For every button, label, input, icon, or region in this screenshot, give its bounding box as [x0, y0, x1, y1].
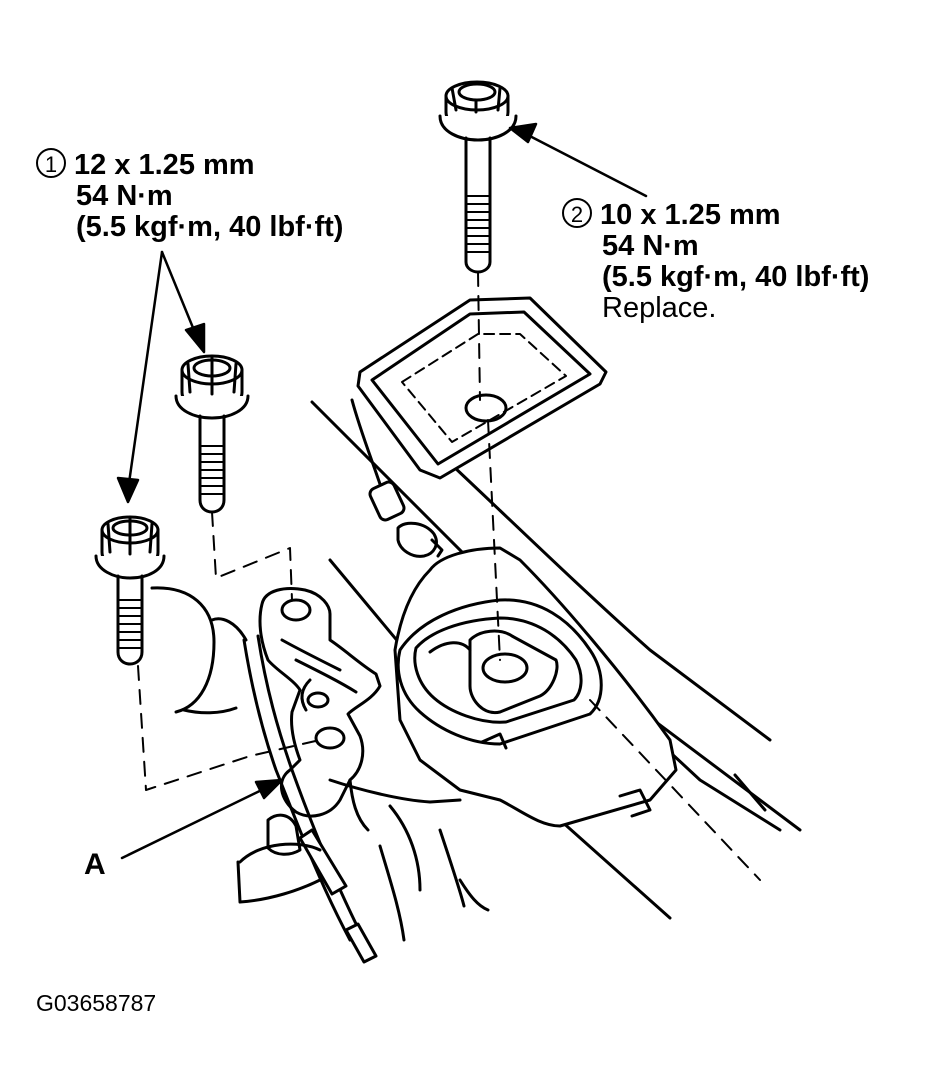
- bolt-1-torque: 54 N·m: [76, 180, 173, 212]
- bolt-2: [438, 80, 518, 274]
- hose-clamp: [350, 398, 444, 558]
- part-label-a: A: [84, 848, 106, 881]
- bolt-2-torque-alt: (5.5 kgf·m, 40 lbf·ft): [602, 261, 870, 293]
- bolt-1-callout: 1 12 x 1.25 mm 54 N·m (5.5 kgf·m, 40 lbf·…: [36, 148, 343, 243]
- bolt-1-upper: [174, 354, 250, 514]
- bolt-1-torque-alt: (5.5 kgf·m, 40 lbf·ft): [76, 211, 344, 243]
- transmission-bracket: [258, 587, 462, 832]
- mount-cap: [356, 296, 608, 480]
- bolt-1-size: 12 x 1.25 mm: [74, 149, 255, 181]
- left-housing: [150, 586, 248, 715]
- callout-number-2: 2: [562, 198, 592, 228]
- bolt-1-lower: [94, 515, 166, 666]
- cables-connector: [236, 634, 490, 964]
- figure-id: G03658787: [36, 990, 157, 1016]
- callout-number-1: 1: [36, 148, 66, 178]
- alignment-lines: [137, 271, 761, 881]
- leader-lines: [116, 122, 648, 860]
- bolt-2-torque: 54 N·m: [602, 230, 699, 262]
- bolt-2-note: Replace.: [602, 292, 717, 324]
- bolt-2-callout: 2 10 x 1.25 mm 54 N·m (5.5 kgf·m, 40 lbf·…: [562, 198, 869, 324]
- bolt-2-size: 10 x 1.25 mm: [600, 199, 781, 231]
- mount-body: [393, 546, 678, 828]
